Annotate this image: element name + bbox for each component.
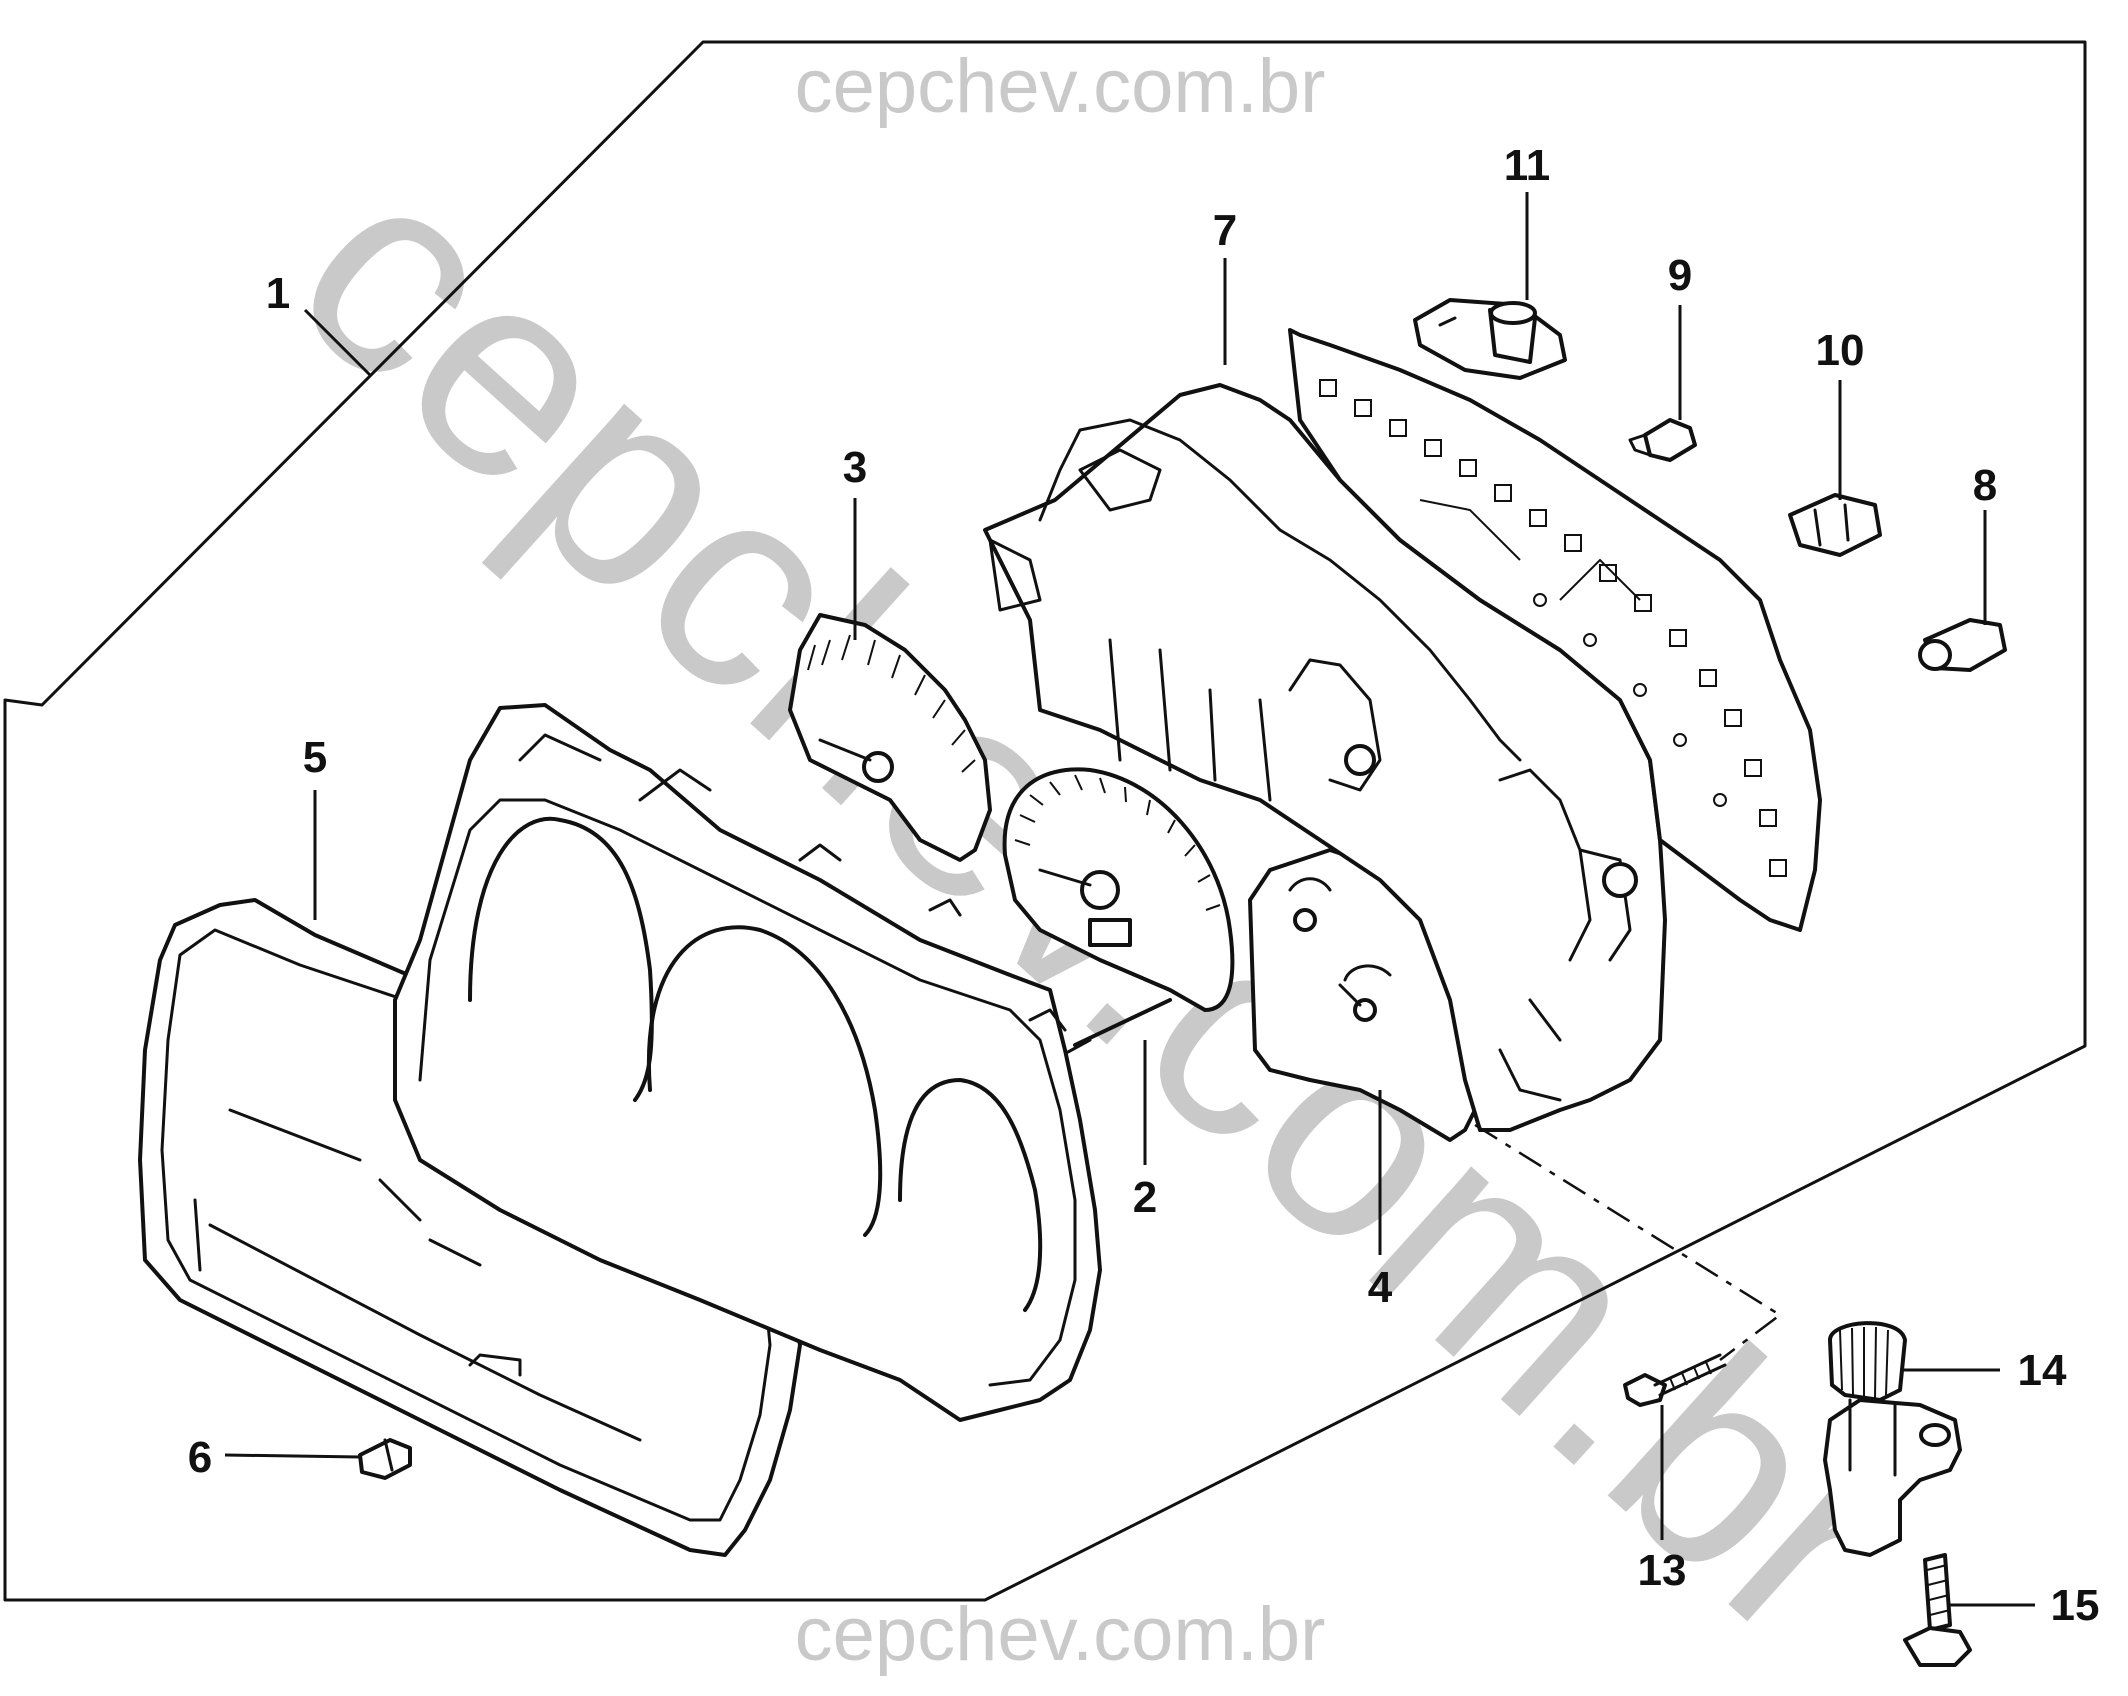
- watermark-bottom: cepchev.com.br: [795, 1592, 1326, 1677]
- callout-9: 9: [1668, 251, 1692, 300]
- bulb-small: [1628, 418, 1697, 462]
- bulb-large: [1918, 618, 2007, 672]
- callout-3: 3: [843, 443, 867, 492]
- cluster-housing: [393, 703, 1102, 1422]
- callout-4: 4: [1368, 1263, 1393, 1312]
- callout-15: 15: [2051, 1581, 2100, 1630]
- callout-labels: 1 2 3 4 5 6 7 8 9 10 11 13 14 15: [188, 141, 2100, 1630]
- speedometer-dial: [1002, 767, 1235, 1054]
- callout-7: 7: [1213, 206, 1237, 255]
- callout-5: 5: [303, 733, 327, 782]
- bulb-socket: [1788, 493, 1882, 557]
- bolt-15: [1903, 1553, 1972, 1667]
- assembly-boundary: [3, 40, 2087, 1602]
- screw-13: [1623, 1353, 1727, 1407]
- speed-sensor: [1823, 1321, 1962, 1557]
- callout-14: 14: [2018, 1346, 2067, 1395]
- callout-1: 1: [266, 269, 290, 318]
- watermark-top: cepchev.com.br: [795, 44, 1326, 129]
- small-gauge-dial: [788, 613, 992, 862]
- callout-10: 10: [1816, 326, 1865, 375]
- callout-13: 13: [1638, 1546, 1687, 1595]
- mounting-dashed-line: [1474, 1123, 1783, 1361]
- instrument-case: [983, 383, 1667, 1132]
- electrical-connector: [1413, 298, 1567, 380]
- screw-6: [358, 1438, 412, 1480]
- callout-2: 2: [1133, 1173, 1157, 1222]
- callout-6: 6: [188, 1433, 212, 1482]
- callout-11: 11: [1504, 141, 1551, 190]
- printed-circuit: [1288, 328, 1822, 932]
- leader-lines: [224, 192, 2035, 1607]
- callout-8: 8: [1973, 461, 1997, 510]
